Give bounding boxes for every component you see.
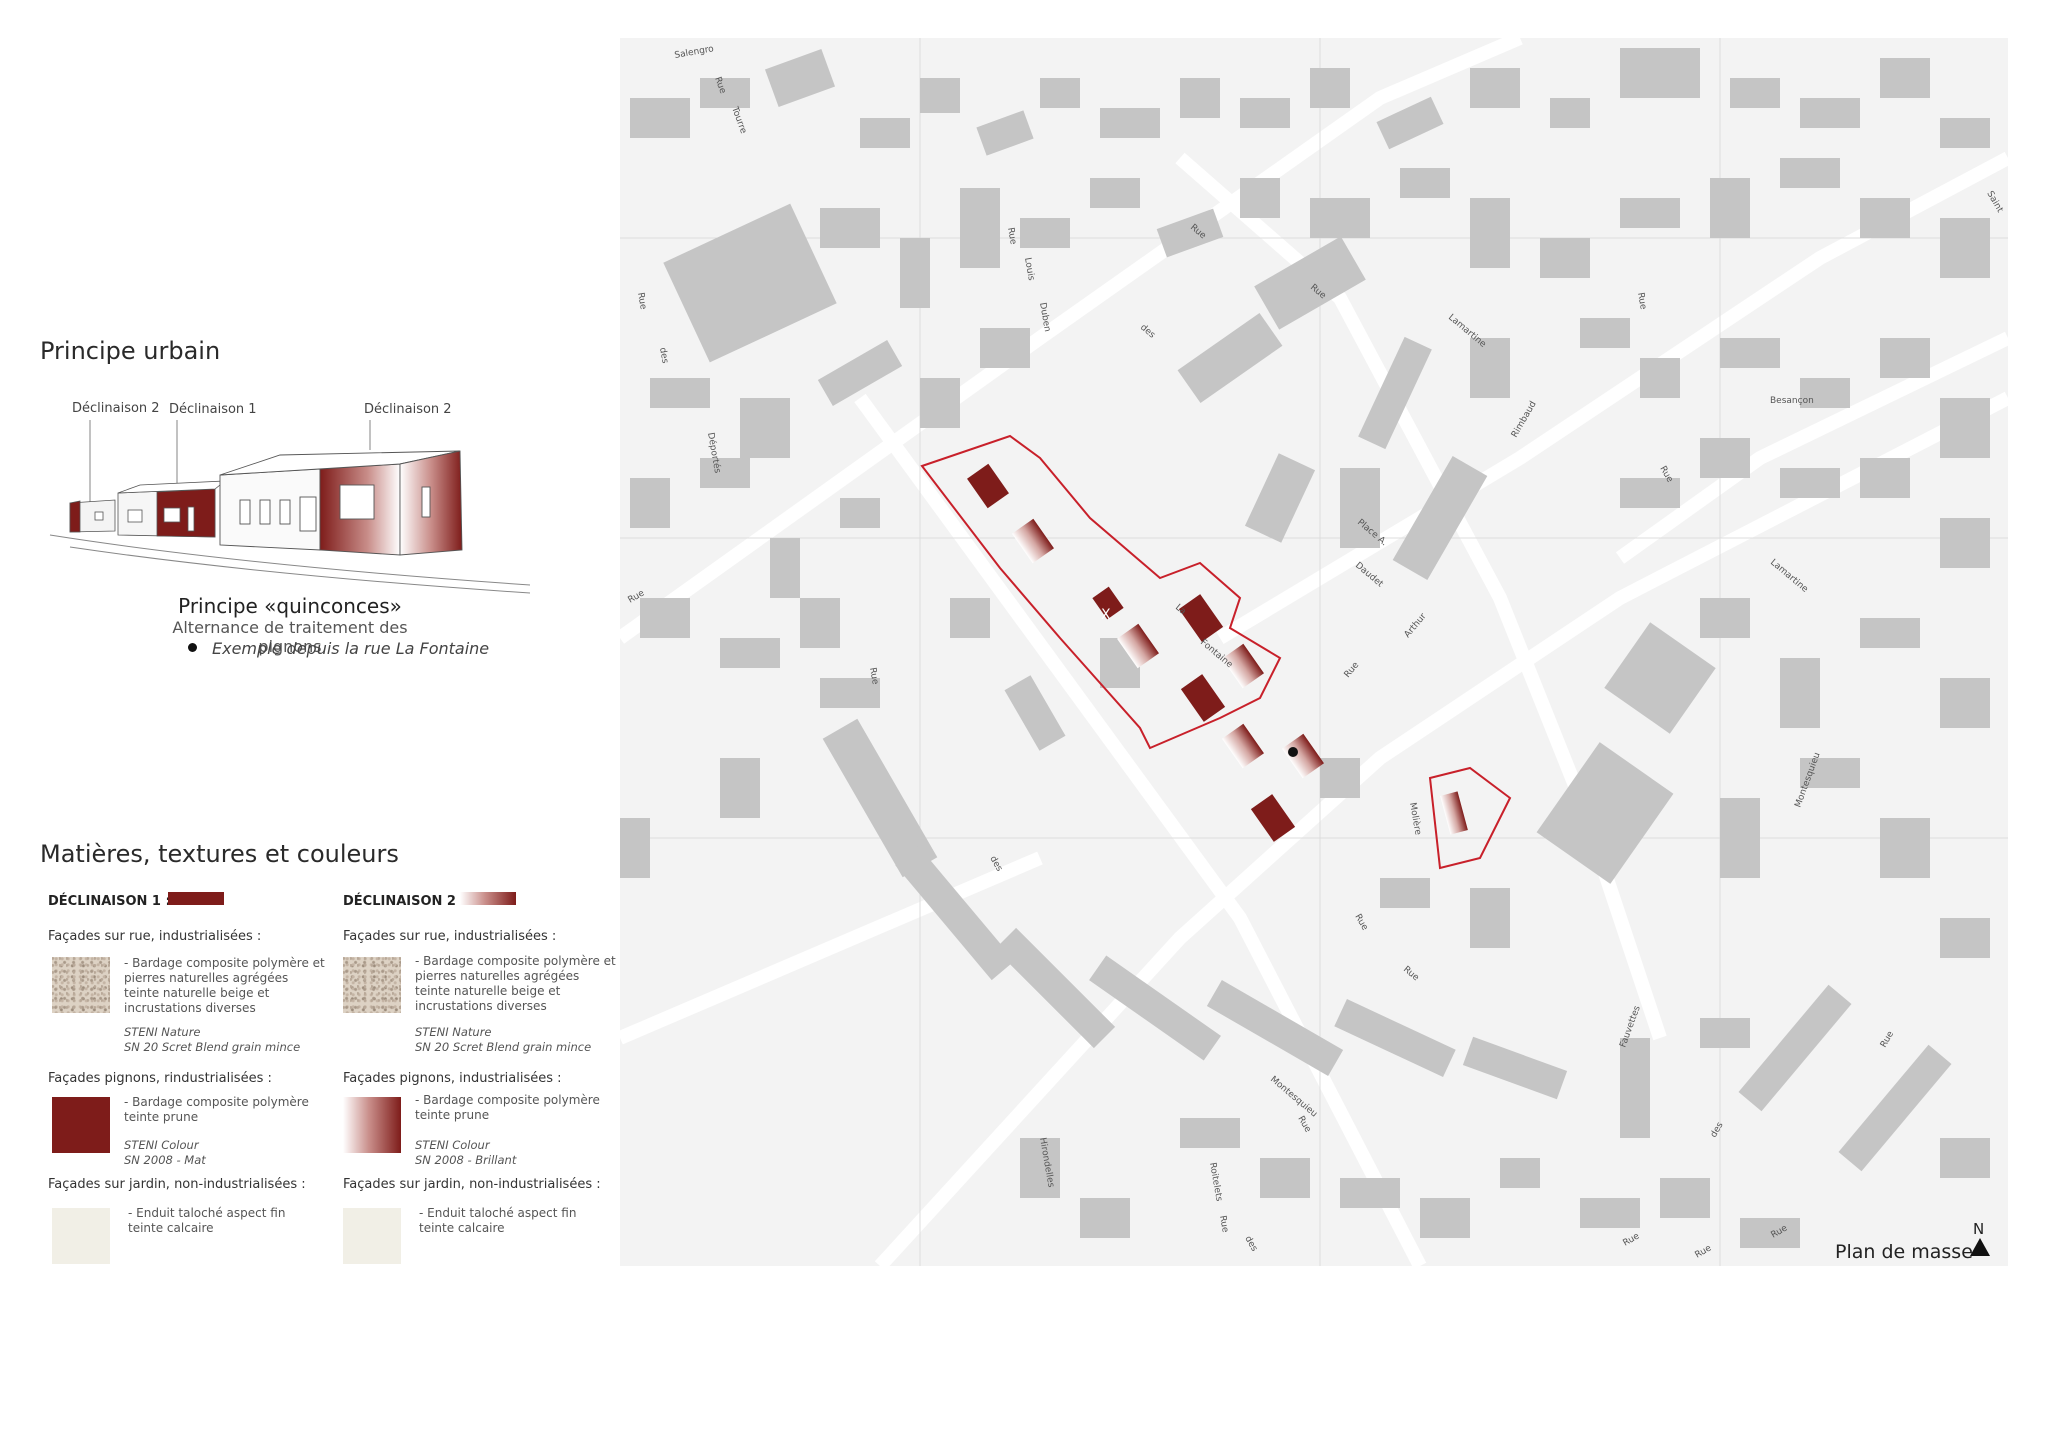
decl1-title: DÉCLINAISON 1 :: [48, 894, 171, 909]
street-label: Roitelets: [1207, 1162, 1224, 1203]
decl1-jardin-label: Façades sur jardin, non-industrialisées …: [48, 1177, 306, 1192]
street-label: Besançon: [1770, 396, 1814, 406]
street-label: Louis: [1022, 257, 1036, 282]
decl1-prune-swatch: [52, 1097, 110, 1153]
plan-de-masse-label: Plan de masse: [1835, 1241, 1973, 1263]
principe-urbain-title: Principe urbain: [40, 337, 221, 365]
materials-title: Matières, textures et couleurs: [40, 840, 399, 868]
decl-label-right: Déclinaison 2: [364, 402, 452, 417]
decl2-gradient-swatch: [343, 1097, 401, 1153]
map-svg: X SalengroRueTourreRueLouisDubenRuedesDé…: [620, 38, 2008, 1266]
street-label: Lamartine: [1768, 558, 1810, 595]
decl1-facade-rue-label: Façades sur rue, industrialisées :: [48, 929, 262, 944]
street-label: Duben: [1037, 302, 1052, 333]
example-dot-icon: [188, 643, 197, 652]
project-boundary: [920, 434, 1512, 870]
building-far: [69, 499, 116, 533]
street-label: Rue: [1217, 1215, 1230, 1234]
street-label: Rue: [1879, 1029, 1896, 1049]
street-label: Rue: [1352, 913, 1369, 933]
street-label: Rue: [867, 667, 880, 686]
caption-subtitle: Alternance de traitement des pignons: [172, 618, 408, 656]
street-label: Rue: [635, 292, 648, 311]
street-label: Rue: [1401, 965, 1421, 984]
north-label: N: [1973, 1220, 1985, 1238]
street-label: des: [1242, 1235, 1259, 1254]
street-label: Molière: [1407, 802, 1424, 837]
decl1-pignon-label: Façades pignons, rindustrialisées :: [48, 1071, 272, 1086]
ground-lines: [49, 534, 531, 594]
building-near: [219, 450, 463, 556]
decl2-stone-swatch: [343, 957, 401, 1013]
decl1-color-swatch: [168, 892, 224, 905]
caption-title: Principe «quinconces»: [178, 594, 402, 618]
buildings: [620, 48, 1990, 1248]
street-label: Salengro: [674, 44, 715, 61]
street-label: Rue: [1694, 1243, 1714, 1260]
street-label: Saint: [1984, 190, 2004, 215]
street-label: Daudet: [1353, 561, 1385, 590]
decl2-jardin-label: Façades sur jardin, non-industrialisées …: [343, 1177, 601, 1192]
decl2-pignon-label: Façades pignons, industrialisées :: [343, 1071, 562, 1086]
street-label: Rue: [1343, 660, 1362, 680]
north-arrow-icon: [1970, 1238, 1990, 1256]
leader-lines: [89, 420, 371, 507]
decl2-color-swatch: [460, 892, 516, 905]
viewpoint-x-marker: X: [1101, 607, 1111, 623]
street-label: Montesquieu: [1268, 1075, 1319, 1120]
street-label: des: [1138, 323, 1157, 341]
caption-example: Exemple depuis la rue La Fontaine: [212, 639, 490, 658]
decl2-title: DÉCLINAISON 2 :: [343, 894, 466, 909]
project-buildings: [967, 463, 1468, 842]
street-label: Arthur: [1403, 611, 1429, 639]
street-label: Rue: [1622, 1231, 1642, 1248]
decl-label-middle: Déclinaison 1: [169, 402, 257, 417]
example-viewpoint-dot: [1288, 747, 1298, 757]
quinconces-illustration: [49, 420, 531, 594]
decl2-calcaire-swatch: [343, 1208, 401, 1264]
street-label: des: [1709, 1120, 1726, 1139]
street-label: des: [657, 347, 670, 365]
building-middle: [117, 480, 227, 538]
street-label: Lamartine: [1446, 313, 1488, 350]
decl1-calcaire-swatch: [52, 1208, 110, 1264]
decl-label-left: Déclinaison 2: [72, 401, 160, 416]
street-label: Rue: [1635, 292, 1648, 311]
decl1-stone-swatch: [52, 957, 110, 1013]
street-label: Rue: [1005, 227, 1018, 246]
decl2-facade-rue-label: Façades sur rue, industrialisées :: [343, 929, 557, 944]
street-label: Rimbaud: [1510, 400, 1539, 440]
street-label: Tourre: [729, 105, 748, 136]
